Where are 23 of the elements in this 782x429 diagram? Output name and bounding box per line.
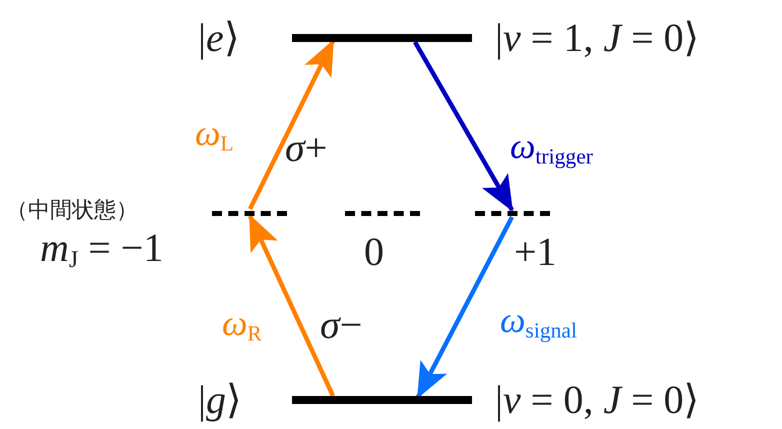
state-label: |v = 1, J = 0⟩: [495, 18, 700, 58]
polarization-label: σ+: [285, 128, 328, 168]
energy-level: [292, 396, 472, 404]
polarization-label: σ−: [320, 305, 362, 345]
state-label: |g⟩: [198, 380, 242, 420]
intermediate-level: [345, 211, 420, 216]
quantum-number-label: 0: [364, 232, 384, 272]
transition-arrow: [248, 39, 336, 210]
state-label: |v = 0, J = 0⟩: [495, 380, 700, 420]
edge-label: ω$_{signal}$: [500, 302, 578, 342]
transition-arrow: [413, 40, 514, 212]
quantum-number-label: +1: [514, 232, 557, 272]
annotation: （中間状態）: [6, 200, 138, 222]
intermediate-level: [212, 211, 287, 216]
edge-label: ω$_{R}$: [222, 305, 262, 345]
transition-arrow: [248, 214, 336, 397]
intermediate-level: [475, 211, 550, 216]
state-label: |e⟩: [198, 18, 240, 58]
transition-arrow: [416, 216, 514, 399]
energy-level: [292, 34, 472, 42]
edge-label: ω$_{L}$: [195, 115, 234, 155]
quantum-number-label: m$_{J}$ = −1: [40, 228, 164, 272]
edge-label: ω$_{trigger}$: [510, 128, 593, 168]
